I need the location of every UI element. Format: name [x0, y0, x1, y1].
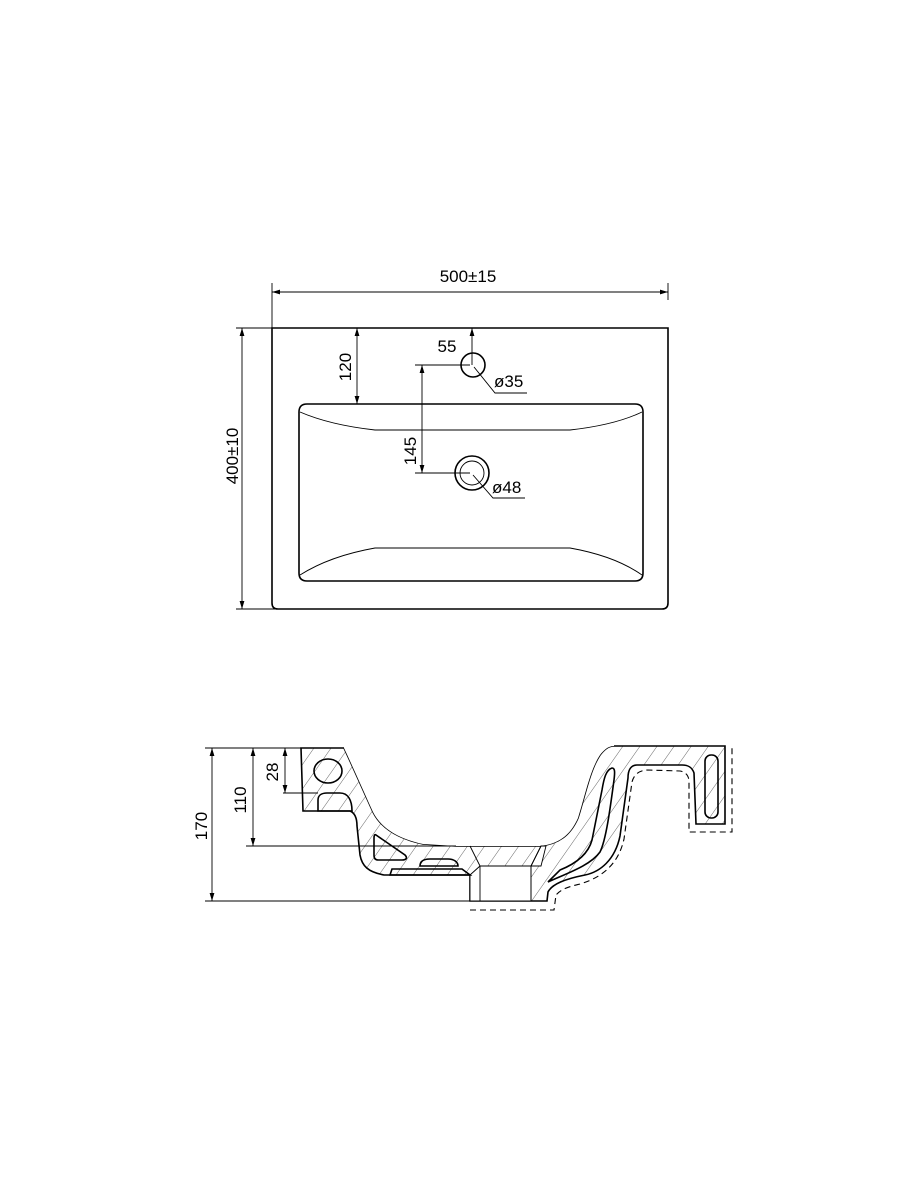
tap-hole-diameter-label: ø35	[494, 372, 523, 391]
bowl-interior	[344, 740, 614, 846]
bowl-back-slope	[299, 411, 643, 431]
depth-dimension-label: 400±10	[223, 428, 242, 485]
width-dimension-label: 500±15	[440, 267, 497, 286]
rim-thickness-dimension-label: 28	[263, 763, 282, 782]
basin-outline	[271, 327, 669, 610]
drain-hole-diameter-label: ø48	[492, 478, 521, 497]
rim-cavity	[317, 792, 353, 812]
triangular-cavity	[373, 833, 408, 861]
bowl-outline	[298, 403, 644, 582]
bowl-depth-dimension-label: 110	[231, 786, 250, 813]
mounting-outline-dashed	[470, 746, 733, 911]
base-step	[388, 868, 473, 876]
drain-hole-leader	[472, 474, 525, 499]
drain-channel	[479, 865, 532, 902]
right-wall-cavity	[547, 767, 616, 883]
right-rim-slot	[704, 754, 719, 819]
tap-distance-dimension-label: 55	[438, 337, 457, 356]
tap-hole-leader	[473, 366, 527, 394]
section-view: 170 110 28	[192, 740, 733, 911]
bowl-front-slope	[299, 547, 643, 576]
tap-to-drain-dimension-label: 145	[401, 437, 420, 465]
top-view: 500±15 400±10 120 55 145 ø35 ø48	[223, 267, 669, 610]
bowl-offset-dimension-label: 120	[336, 353, 355, 381]
base-cavity	[419, 858, 459, 867]
overflow-channel	[313, 758, 343, 784]
total-height-dimension-label: 170	[192, 812, 211, 840]
